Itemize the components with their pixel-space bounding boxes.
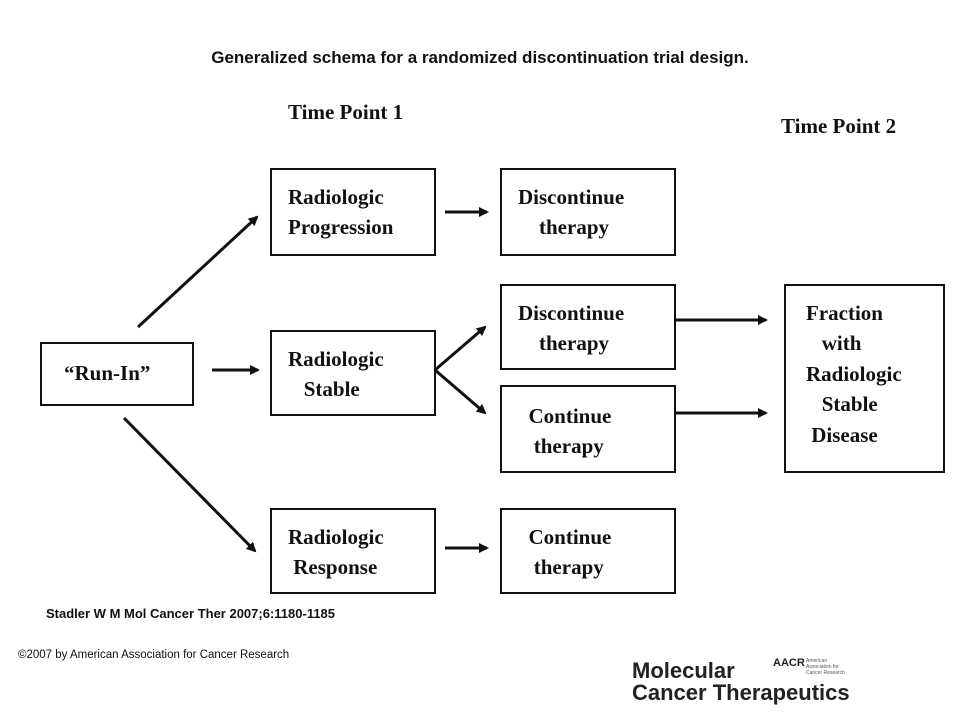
arrow-runin-to-response: [122, 416, 257, 553]
citation: Stadler W M Mol Cancer Ther 2007;6:1180-…: [46, 606, 336, 621]
discontinue-therapy-label-2: Discontinue therapy: [518, 301, 625, 356]
run-in-box: “Run-In”: [40, 342, 194, 406]
copyright: ©2007 by American Association for Cancer…: [18, 649, 290, 661]
arrow-runin-to-progression: [136, 215, 259, 329]
progression-box: Radiologic Progression: [270, 168, 436, 256]
fraction-stable-disease-label: Fraction with Radiologic Stable Disease: [806, 301, 902, 447]
stable-label: Radiologic Stable: [288, 347, 384, 402]
fraction-stable-disease-box: Fraction with Radiologic Stable Disease: [784, 284, 945, 473]
discontinue-therapy-box-2: Discontinue therapy: [500, 284, 676, 370]
aacr-logo: AACR: [773, 657, 805, 669]
progression-label: Radiologic Progression: [288, 185, 394, 240]
continue-therapy-label-2: Continue therapy: [528, 525, 612, 580]
continue-therapy-box-1: Continue therapy: [500, 385, 676, 473]
aacr-logo-subtitle: American Association for Cancer Research: [806, 658, 845, 676]
run-in-label: “Run-In”: [64, 361, 151, 385]
discontinue-therapy-label-1: Discontinue therapy: [518, 185, 625, 240]
time-point-1-label: Time Point 1: [288, 100, 404, 124]
response-box: Radiologic Response: [270, 508, 436, 594]
continue-therapy-label-1: Continue therapy: [528, 404, 612, 459]
stable-box: Radiologic Stable: [270, 330, 436, 416]
figure-title: Generalized schema for a randomized disc…: [211, 48, 749, 67]
discontinue-therapy-box-1: Discontinue therapy: [500, 168, 676, 256]
response-label: Radiologic Response: [288, 525, 384, 580]
time-point-2-label: Time Point 2: [781, 114, 897, 138]
arrow-stable-to-continue: [434, 368, 487, 415]
arrow-stable-to-discontinue: [434, 325, 487, 372]
journal-name: Molecular Cancer Therapeutics: [632, 658, 850, 705]
continue-therapy-box-2: Continue therapy: [500, 508, 676, 594]
